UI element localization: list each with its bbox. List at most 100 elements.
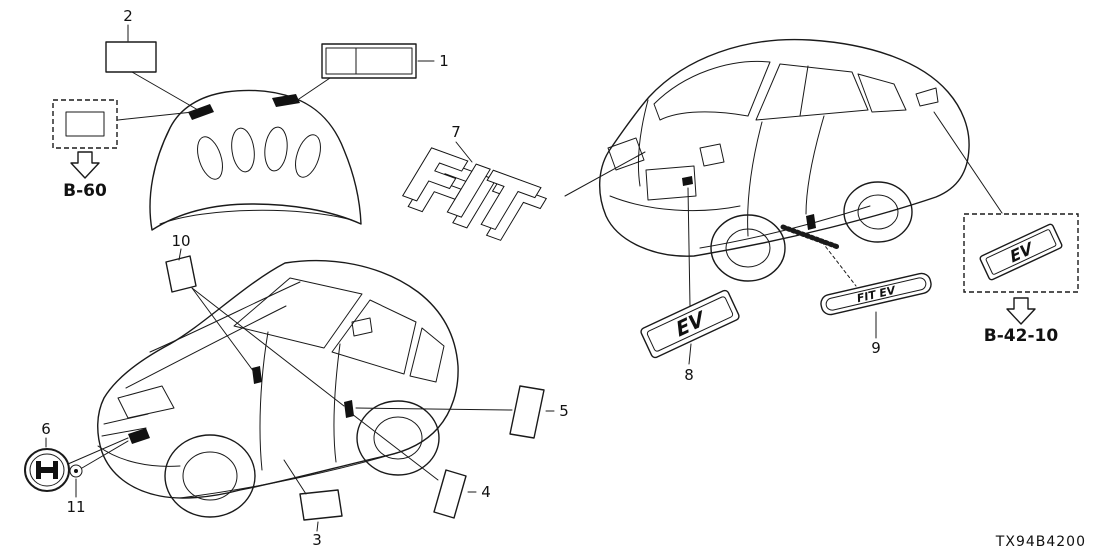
rear-window: [653, 60, 771, 121]
bumper-line: [609, 195, 741, 212]
diagram-code: TX94B4200: [995, 534, 1086, 550]
part-label-1: [292, 43, 435, 104]
hood-vent: [295, 134, 321, 178]
hood-label-mark: [188, 104, 214, 120]
callout-5[interactable]: 5: [559, 402, 569, 420]
door-emblem-mark: [806, 214, 816, 230]
leader-line: [351, 413, 439, 481]
hood-bottom-line: [159, 209, 353, 225]
side-mirror: [351, 317, 373, 337]
door-label-10-plate: [165, 255, 197, 293]
down-arrow-icon: [70, 151, 100, 179]
part-label-2: [105, 24, 199, 111]
quarter-window: [409, 327, 445, 383]
honda-h-glyph: [36, 461, 58, 479]
b-pillar-line: [799, 65, 809, 117]
fit-emblem: FIT FIT: [395, 130, 646, 268]
taillight: [607, 137, 645, 171]
honda-emblem-ring: [24, 448, 70, 492]
b-pillar-mark: [252, 366, 262, 384]
ev-badge-8-outline: [640, 289, 740, 359]
door-label-3-plate: [299, 489, 343, 521]
fit-ev-badge-9: FIT EV: [820, 241, 932, 339]
wheel: [356, 400, 440, 476]
part-label-2-box: [105, 41, 157, 73]
b42-dashed-box: [963, 213, 1079, 293]
callout-9[interactable]: 9: [871, 339, 881, 357]
hood-panel: [149, 89, 362, 231]
leader-line: [131, 71, 199, 111]
license-plate: [645, 165, 697, 201]
hood-outline: [149, 89, 362, 231]
leader-line: [283, 459, 307, 495]
ref-label-b60[interactable]: B-60: [63, 181, 107, 201]
wheel: [164, 434, 256, 518]
ref-label-b42-10[interactable]: B-42-10: [984, 326, 1059, 346]
wheel-rim: [857, 194, 899, 230]
taillight: [699, 143, 725, 167]
leader-line: [933, 111, 1003, 214]
door-label-10: [165, 248, 345, 407]
side-mirror: [915, 87, 939, 107]
rear-jamb-mark: [344, 400, 354, 418]
hood-cut-line: [149, 281, 301, 353]
grommet-outer: [69, 464, 83, 478]
bumper-line: [97, 445, 181, 467]
rear-car-body-outline: [598, 38, 970, 257]
wheel-rim: [373, 416, 423, 460]
door-label-5-plate: [509, 385, 545, 439]
callout-6[interactable]: 6: [41, 420, 51, 438]
grille-line: [103, 413, 149, 425]
callout-1[interactable]: 1: [439, 52, 449, 70]
grommet-11: [69, 440, 129, 498]
part-label-1-inner: [325, 47, 413, 75]
rocker-molding-mark: [780, 224, 841, 250]
b60-reference: [52, 99, 194, 179]
windshield: [233, 277, 363, 349]
callout-11[interactable]: 11: [66, 498, 85, 516]
tailgate-edge: [637, 99, 649, 187]
door-label-4: [351, 413, 477, 519]
ev-badge-ref-inner: [985, 229, 1057, 275]
part-label-1-box: [321, 43, 417, 79]
side-window: [755, 63, 869, 121]
rocker-line: [179, 451, 401, 499]
down-arrow-icon: [1006, 297, 1036, 325]
door-label-5: [355, 385, 555, 439]
leader-line: [81, 440, 129, 469]
door-line: [259, 331, 269, 471]
callout-4[interactable]: 4: [481, 483, 491, 501]
hood-cut-line: [125, 305, 287, 389]
leader-line: [117, 111, 194, 121]
leader-line: [191, 287, 255, 373]
callout-8[interactable]: 8: [684, 366, 694, 384]
rear-car: [598, 38, 970, 282]
callout-10[interactable]: 10: [171, 232, 190, 250]
callout-2[interactable]: 2: [123, 7, 133, 25]
ev-badge-8-inner: [646, 296, 734, 352]
leader-line: [191, 287, 345, 407]
callout-7[interactable]: 7: [451, 123, 461, 141]
front-emblem-mark: [128, 428, 150, 444]
leader-line: [564, 151, 646, 197]
door-line: [333, 343, 341, 463]
grommet-center: [74, 469, 78, 473]
door-line: [805, 115, 825, 215]
callout-7-line: [455, 141, 473, 163]
wheel: [710, 214, 786, 282]
b60-dashed-box: [52, 99, 118, 149]
callout-3[interactable]: 3: [312, 531, 322, 549]
b42-reference: EV: [933, 111, 1079, 325]
callout-3-line: [316, 521, 319, 532]
ev-badge-ref-outline: [979, 223, 1063, 281]
door-label-3: [283, 459, 343, 532]
wheel: [843, 181, 913, 243]
tailgate-emblem-mark: [682, 176, 693, 186]
honda-h-emblem: [24, 437, 129, 492]
door-window: [331, 299, 417, 375]
door-line: [747, 121, 763, 237]
leader-line: [687, 187, 691, 307]
leader-line: [821, 241, 857, 287]
